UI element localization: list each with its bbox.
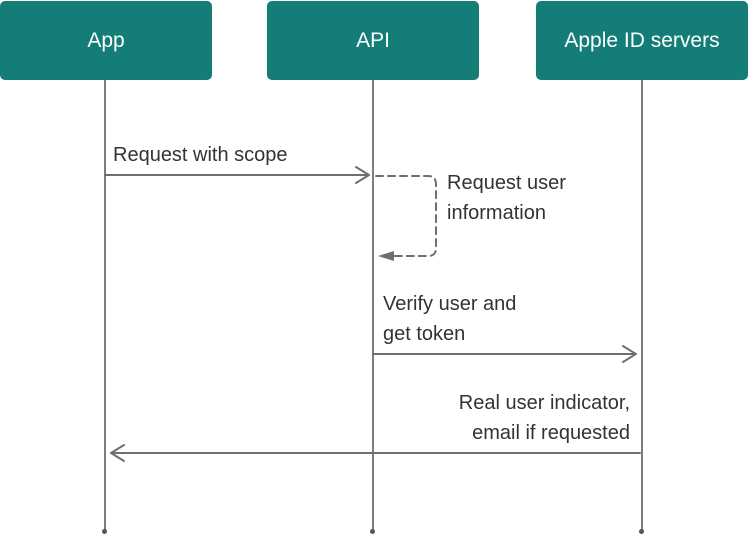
lifeline-api-end <box>370 529 375 534</box>
message-real-user-indicator: Real user indicator, email if requested <box>459 388 630 448</box>
message-line: information <box>447 202 546 224</box>
lifeline-apple-id-servers <box>641 80 643 530</box>
lifeline-app-end <box>102 529 107 534</box>
actor-api: API <box>267 1 479 80</box>
message-line: email if requested <box>472 422 630 444</box>
actor-apple-id-servers: Apple ID servers <box>536 1 748 80</box>
actor-api-label: API <box>356 28 390 52</box>
arrow-verify-user-and-get-token <box>372 345 637 363</box>
message-line: Verify user and <box>383 293 517 315</box>
message-line: Real user indicator, <box>458 392 630 414</box>
arrow-request-with-scope <box>104 166 370 184</box>
arrow-real-user-indicator <box>110 444 641 462</box>
lifeline-apple-id-servers-end <box>639 529 644 534</box>
message-request-user-information: Request user information <box>447 168 566 228</box>
arrow-request-user-information-head <box>378 251 394 261</box>
message-line: Request with scope <box>113 144 288 166</box>
message-line: get token <box>383 323 466 345</box>
actor-apple-id-servers-label: Apple ID servers <box>564 28 720 52</box>
message-line: Request user <box>447 172 566 194</box>
actor-app-label: App <box>87 28 125 52</box>
lifeline-api <box>372 80 374 530</box>
message-request-with-scope: Request with scope <box>113 140 288 170</box>
lifeline-app <box>104 80 106 530</box>
message-verify-user-and-get-token: Verify user and get token <box>383 289 516 349</box>
arrow-request-user-information <box>375 175 437 257</box>
actor-app: App <box>0 1 212 80</box>
